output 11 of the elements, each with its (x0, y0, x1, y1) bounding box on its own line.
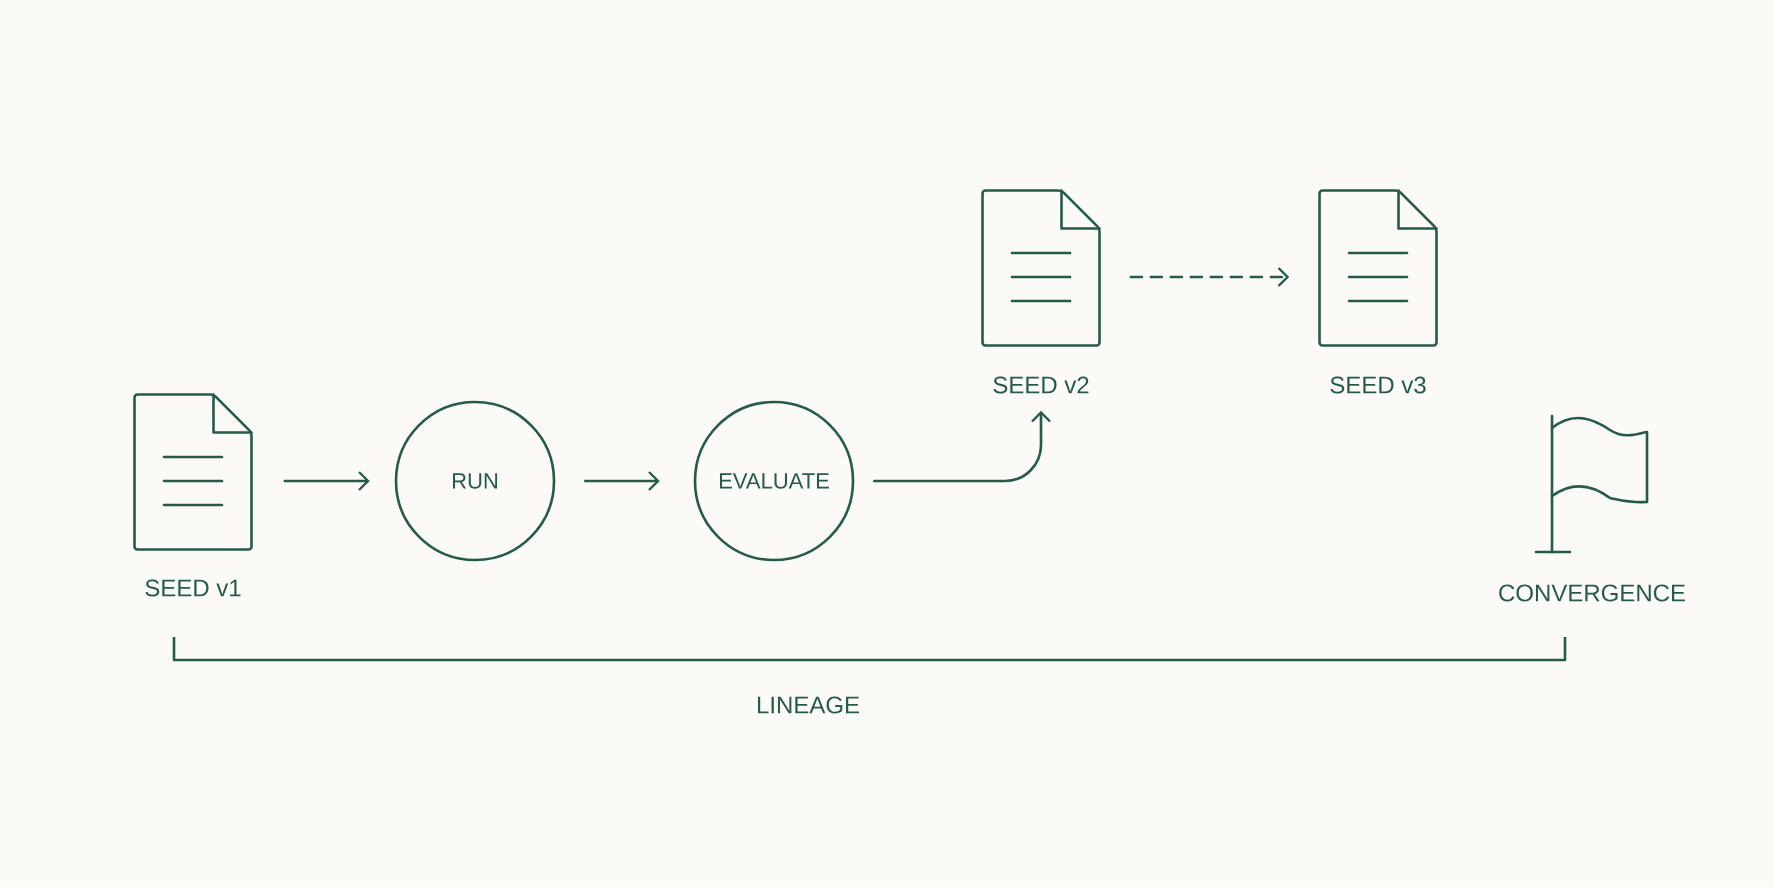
arrow (283, 471, 370, 491)
arrow (584, 471, 660, 491)
node-label: SEED v3 (1330, 376, 1426, 394)
node-label: CONVERGENCE (1499, 584, 1685, 602)
arrow (873, 410, 1051, 483)
arrow (1129, 267, 1290, 287)
node-label: SEED v1 (145, 579, 241, 597)
bracket-label: LINEAGE (757, 696, 859, 714)
node-label: SEED v2 (993, 376, 1089, 394)
circle-node: RUN (394, 400, 556, 562)
circle-node: EVALUATE (693, 400, 855, 562)
